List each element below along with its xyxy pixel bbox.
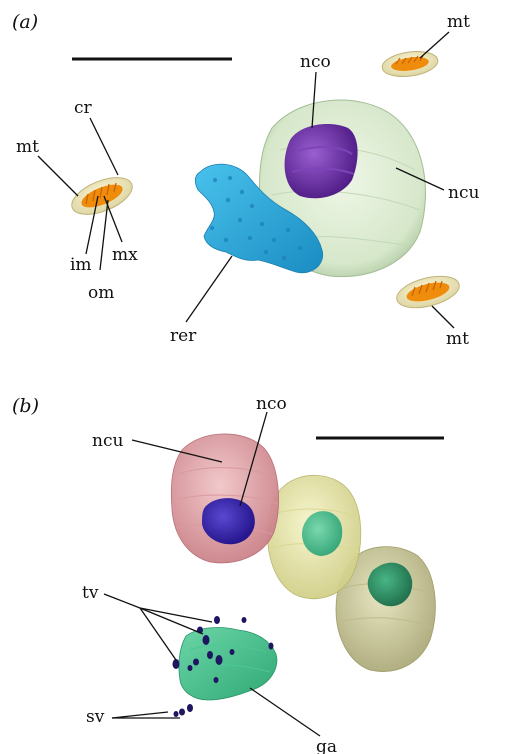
label-sv: sv (86, 707, 105, 727)
panel-a: (a) (12, 11, 479, 349)
label-mt-bottom: mt (446, 329, 469, 349)
label-ncu-a: ncu (448, 183, 479, 203)
mitochondrion-bottom (394, 271, 463, 314)
label-mx: mx (112, 245, 138, 265)
label-om: om (88, 283, 114, 303)
label-ga: ga (316, 737, 337, 754)
panel-a-label: (a) (12, 11, 38, 33)
label-mt-top: mt (447, 12, 470, 32)
label-nco-a: nco (300, 52, 331, 72)
label-tv: tv (82, 583, 99, 603)
label-nco-b: nco (256, 394, 287, 414)
panel-b: (b) (12, 394, 444, 754)
label-mt-left: mt (16, 137, 39, 157)
label-rer: rer (170, 326, 197, 346)
label-im: im (70, 255, 92, 275)
label-ncu-b: ncu (92, 431, 123, 451)
panel-b-label: (b) (12, 395, 39, 417)
nucleus-yellow (268, 475, 361, 598)
label-cr: cr (74, 98, 93, 118)
mitochondrion-top (381, 48, 440, 80)
